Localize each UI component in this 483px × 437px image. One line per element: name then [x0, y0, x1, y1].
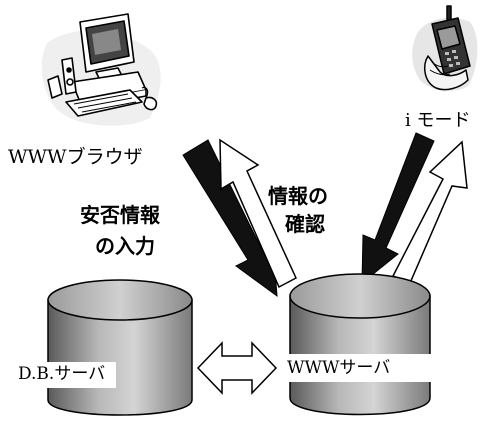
imode-label: i モード — [405, 110, 471, 131]
db-server-cylinder — [14, 279, 193, 416]
arrow-db-www-bidirectional — [196, 341, 278, 395]
db-server-label: D.B.サーバ — [18, 364, 106, 384]
confirm-label-line1: 情報の — [268, 184, 328, 208]
arrow-imode-to-server — [361, 132, 435, 285]
browser-label: WWWブラウザ — [8, 146, 143, 168]
input-label-line2: の入力 — [95, 234, 155, 258]
computer-icon — [41, 13, 161, 126]
confirm-label-line2: 確認 — [285, 212, 325, 236]
www-server-cylinder — [284, 273, 434, 416]
mobile-phone-icon — [412, 5, 478, 91]
arrow-confirm-to-browser — [219, 138, 297, 289]
arrow-server-to-imode — [391, 140, 468, 284]
www-server-label: WWWサーバ — [287, 358, 391, 378]
input-label-line1: 安否情報 — [80, 203, 160, 227]
